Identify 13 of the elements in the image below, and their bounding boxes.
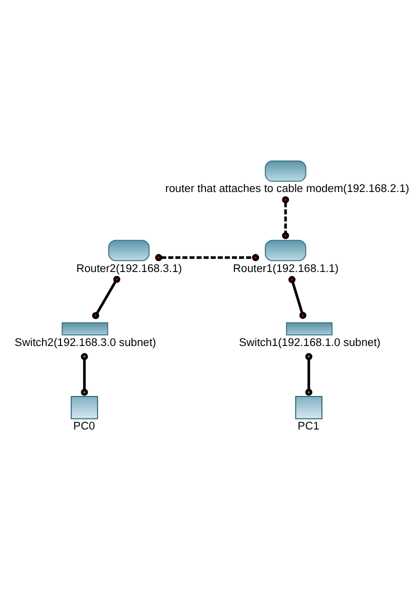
node-label: Router2(192.168.3.1) bbox=[76, 262, 182, 275]
node-label: router that attaches to cable modem(192.168.2.1) bbox=[165, 182, 410, 195]
node-label: PC0 bbox=[73, 420, 95, 432]
connector bbox=[155, 254, 260, 261]
node-label: PC1 bbox=[298, 420, 320, 432]
node-label: Switch2(192.168.3.0 subnet) bbox=[14, 336, 156, 348]
connector bbox=[92, 275, 120, 319]
node-label: Router1(192.168.1.1) bbox=[232, 262, 339, 275]
connector bbox=[282, 196, 290, 239]
node-label: Switch1(192.168.1.0 subnet) bbox=[239, 336, 380, 348]
connector bbox=[305, 352, 312, 396]
connector bbox=[288, 276, 306, 318]
connector bbox=[80, 352, 88, 396]
